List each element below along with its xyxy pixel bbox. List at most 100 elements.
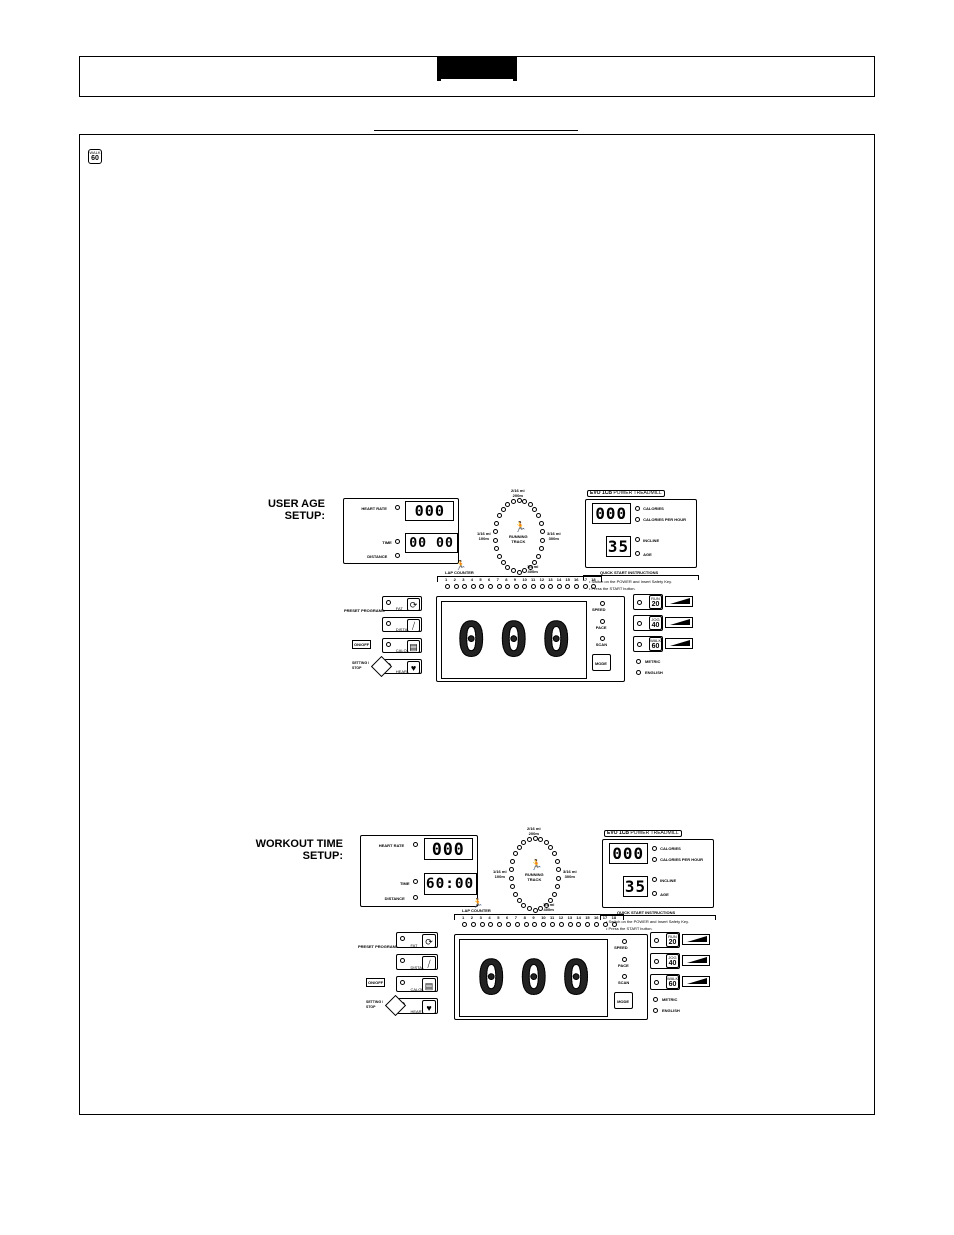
left-display-panel: HEART RATE 000 TIME 60:00 DISTANCE [360, 835, 478, 907]
lap-number: 5 [479, 577, 482, 582]
lap-led [550, 922, 555, 927]
program-run-icon: RUN 20 [649, 595, 662, 609]
calorie-icon: ▤ [422, 978, 436, 992]
scan-label: SCAN [595, 641, 608, 647]
age-label: AGE [660, 891, 669, 897]
lap-led [541, 922, 547, 927]
track-center-line1: RUNNING [509, 534, 528, 539]
program-led [654, 938, 659, 943]
program-led [637, 642, 642, 647]
lap-number: 14 [576, 915, 581, 920]
track-center-line1: RUNNING [525, 872, 544, 877]
lap-number: 16 [594, 915, 599, 920]
main-digit-3: 0 [561, 950, 591, 1006]
lap-led [585, 922, 591, 927]
heart-rate-button[interactable]: HEART RATE ♥ [396, 998, 438, 1014]
speed-label: SPEED [614, 945, 628, 951]
program-number: 40 [651, 622, 660, 629]
calorie-led [400, 980, 405, 985]
scan-label: SCAN [617, 979, 630, 985]
track-top-mi: 2/16 mi [511, 488, 525, 493]
fat-button[interactable]: FAT ⟳ [382, 596, 422, 611]
main-display: 0 0 0 [459, 939, 609, 1017]
program-jog-button[interactable]: JOG 40 [633, 615, 663, 631]
lap-number: 12 [539, 577, 545, 582]
lap-number: 6 [506, 915, 509, 920]
distance-button-label: DISTANCE [395, 627, 416, 632]
mode-button[interactable]: MODE [614, 991, 634, 1009]
program-profile-graph [682, 976, 710, 987]
lap-number: 4 [488, 915, 491, 920]
lap-number: 18 [611, 915, 617, 920]
calorie-icon: ▤ [407, 640, 420, 653]
on-off-label: ON/OFF [366, 978, 386, 987]
metric-led [653, 997, 658, 1002]
track-led [538, 520, 544, 526]
lap-number: 13 [548, 577, 553, 582]
lap-led [488, 922, 494, 927]
lap-led [497, 922, 503, 927]
distance-label: DISTANCE [384, 895, 405, 901]
program-jog-button[interactable]: JOG 40 [650, 953, 680, 969]
lap-number: 6 [488, 577, 491, 582]
track-right-m: 300m [548, 536, 559, 541]
program-led [637, 600, 642, 605]
calories-display: 000 [591, 503, 631, 525]
program-run-button[interactable]: RUN 20 [650, 932, 680, 948]
fat-button[interactable]: FAT ⟳ [396, 932, 438, 948]
program-led [654, 980, 659, 985]
track-led [532, 835, 538, 841]
track-led [543, 839, 549, 845]
track-led [522, 498, 528, 504]
time-led [395, 538, 401, 544]
calorie-button[interactable]: CALORIE ▤ [382, 638, 422, 653]
lap-number: 16 [574, 577, 579, 582]
age-label: AGE [643, 551, 652, 557]
metric-label: METRIC [645, 659, 661, 664]
program-number: 60 [668, 981, 677, 988]
calorie-button[interactable]: CALORIE ▤ [396, 976, 438, 992]
distance-button[interactable]: DISTANCE ⧸ [382, 617, 422, 632]
track-led [516, 497, 522, 503]
lap-led [488, 584, 493, 589]
distance-button[interactable]: DISTANCE ⧸ [396, 954, 438, 970]
program-run-button[interactable]: RUN 20 [633, 594, 663, 610]
lap-led [582, 584, 588, 589]
lap-number: 17 [582, 577, 588, 582]
lap-number: 7 [496, 577, 499, 582]
main-digit-2: 0 [499, 612, 529, 668]
track-bottom-mi: 1/4 mi [527, 564, 539, 569]
lap-led [462, 922, 467, 927]
distance-label: DISTANCE [367, 553, 388, 559]
heart-rate-label: HEART RATE [361, 505, 387, 511]
setup-label-line1: WORKOUT TIME [255, 838, 343, 850]
pace-led [621, 957, 627, 963]
track-led [554, 858, 560, 864]
lap-led [602, 922, 608, 927]
setup-label: WORKOUT TIME SETUP: [240, 838, 343, 862]
mode-button[interactable]: MODE [591, 653, 611, 671]
track-led [532, 506, 538, 512]
main-display-frame: 0 0 0 SPEED PACE SCAN MODE [436, 596, 625, 682]
walk-icon-word: WALK [89, 150, 101, 155]
program-walk-button[interactable]: WALK 60 [633, 636, 663, 652]
track-led [510, 498, 516, 504]
console-user-age-setup: USER AGE SETUP: HEART RATE 000 TIME 00 0… [240, 488, 700, 690]
header-box [79, 56, 875, 97]
lap-led [611, 922, 617, 927]
program-number: 60 [651, 643, 660, 650]
program-walk-button[interactable]: WALK 60 [650, 974, 680, 990]
walk-60-icon: WALK 60 [88, 149, 102, 164]
speed-led [621, 939, 627, 945]
preset-programs-label: PRESET PROGRAMS [344, 608, 385, 613]
distance-led [412, 895, 418, 901]
lap-led [594, 922, 599, 927]
track-led [538, 836, 544, 842]
time-label: TIME [399, 880, 410, 886]
lap-led [567, 922, 573, 927]
track-led [494, 520, 500, 526]
time-label: TIME [382, 539, 392, 545]
track-bottom-m: 400m [527, 569, 538, 574]
